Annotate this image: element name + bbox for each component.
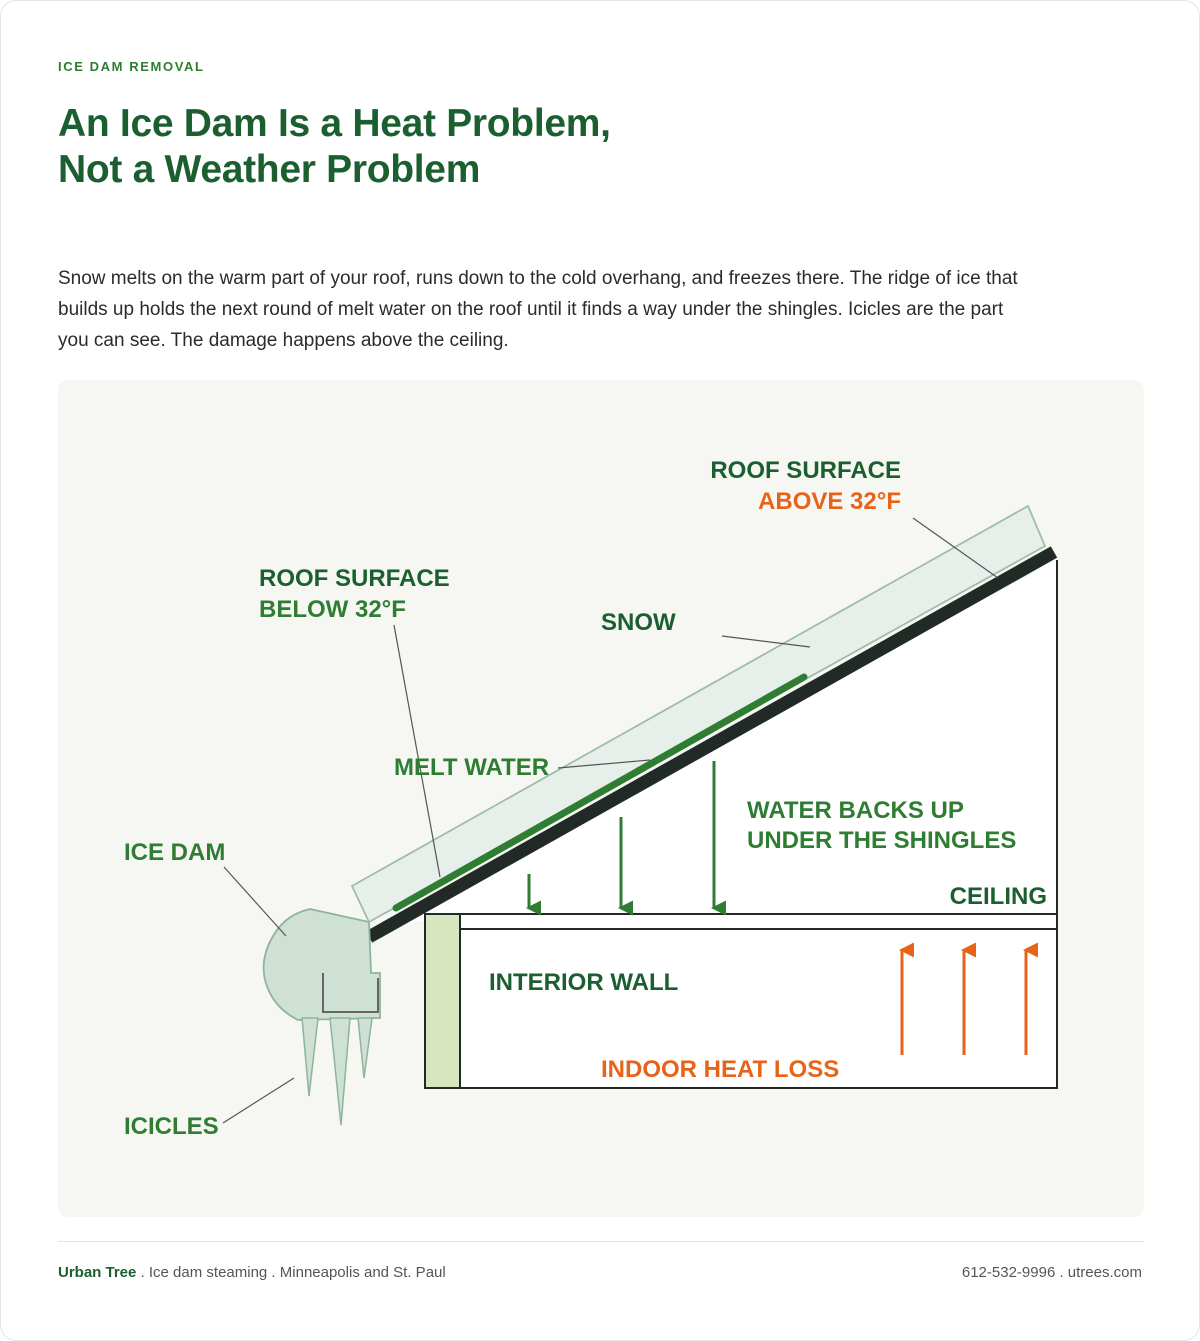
interior-wall <box>424 913 461 1089</box>
melt-water-line <box>392 673 808 912</box>
brand-name: Urban Tree <box>58 1264 137 1281</box>
footer-contact: 612-532-9996 . utrees.com <box>961 1264 1142 1281</box>
label-roof-warm-1: ROOF SURFACE <box>710 457 901 484</box>
label-heat-loss: INDOOR HEAT LOSS <box>601 1056 839 1083</box>
label-backs-up-2: UNDER THE SHINGLES <box>747 827 1016 854</box>
leader-snow <box>721 635 811 648</box>
label-ice-dam: ICE DAM <box>124 839 225 866</box>
label-backs-up-1: WATER BACKS UP <box>747 797 964 824</box>
ceiling-board <box>459 913 1058 930</box>
label-interior-wall: INTERIOR WALL <box>489 969 678 996</box>
label-roof-warm-2: ABOVE 32°F <box>758 488 901 515</box>
ice-dam-shape <box>262 908 381 1021</box>
label-ceiling: CEILING <box>950 883 1047 910</box>
intro-paragraph: Snow melts on the warm part of your roof… <box>58 268 1018 351</box>
footer-tagline: . Ice dam steaming . Minneapolis and St.… <box>136 1264 446 1281</box>
label-roof-cold-2: BELOW 32°F <box>259 596 406 623</box>
leader-roof-warm <box>912 517 999 579</box>
eyebrow-label: ICE DAM REMOVAL <box>58 59 205 74</box>
snow-layer <box>350 504 1047 924</box>
icicle <box>301 1017 319 1097</box>
leader-roof-cold <box>393 624 441 878</box>
ice-dam-diagram: ROOF SURFACE ABOVE 32°F ROOF SURFACE BEL… <box>124 457 1058 1140</box>
label-roof-cold-1: ROOF SURFACE <box>259 565 450 592</box>
leader-icicles <box>222 1077 295 1124</box>
gutter-shape <box>322 973 379 1013</box>
label-melt-water: MELT WATER <box>394 754 549 781</box>
room-box <box>424 928 1058 1089</box>
icicles-group <box>301 1017 373 1126</box>
label-icicles: ICICLES <box>124 1113 219 1140</box>
leader-ice-dam <box>223 866 287 937</box>
page-title: An Ice Dam Is a Heat Problem, Not a Weat… <box>58 102 611 191</box>
label-snow: SNOW <box>601 609 676 636</box>
roof-deck <box>365 546 1058 943</box>
icicle <box>357 1017 373 1079</box>
footer-divider <box>58 1241 1144 1242</box>
icicle <box>329 1017 351 1126</box>
diagram-panel: ROOF SURFACE ABOVE 32°F ROOF SURFACE BEL… <box>58 380 1144 1217</box>
footer-credit: Urban Tree . Ice dam steaming . Minneapo… <box>58 1264 446 1281</box>
leader-melt <box>557 759 651 769</box>
